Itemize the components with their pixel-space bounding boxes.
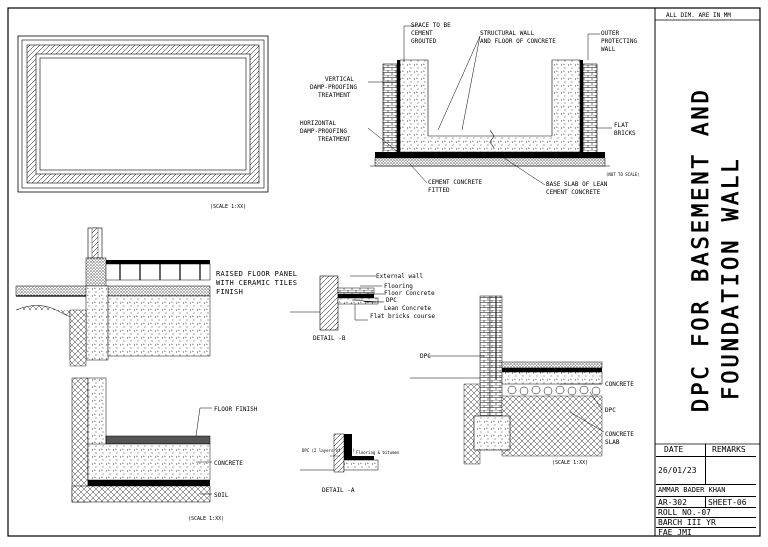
tb-year: BARCH III YR <box>658 518 716 527</box>
label-raised-floor-3: FINISH <box>216 288 243 296</box>
label-horizontal-dpc-2: DAMP-PROOFING <box>300 128 347 135</box>
label-outer-wall-2: PROTECTING <box>601 38 638 45</box>
floor-section <box>71 377 212 503</box>
label-horizontal-dpc-1: HORIZONTAL <box>300 120 337 127</box>
tb-name-row: AMMAR BADER KHAN <box>656 484 756 496</box>
tb-date-value: 26/01/23 <box>656 457 706 484</box>
label-horizontal-dpc-3: TREATMENT <box>318 136 351 143</box>
detail-b <box>290 275 384 331</box>
basement-plan <box>17 35 269 193</box>
dimension-note: ALL DIM. ARE IN MM <box>666 12 731 19</box>
label-dpc-small: DPC <box>386 297 397 304</box>
tb-remarks-label: REMARKS <box>712 445 746 454</box>
label-flooring: Flooring <box>384 283 413 290</box>
sheet-title-line2: FOUNDATION WALL <box>719 156 744 400</box>
label-flat-bricks-1: FLAT <box>614 122 629 129</box>
raised-floor-section <box>15 227 211 367</box>
title-svg: DPC FOR BASEMENT AND FOUNDATION WALL <box>689 87 745 413</box>
tb-date-label: DATE <box>656 444 706 456</box>
tb-faculty: FAE JMI <box>658 528 692 537</box>
tb-faculty-row: FAE JMI <box>656 527 756 538</box>
label-vertical-dpc-2: DAMP-PROOFING <box>310 84 357 91</box>
label-concrete-left: CONCRETE <box>214 460 243 467</box>
label-concrete-right: CONCRETE <box>605 381 634 388</box>
tb-remarks-value <box>706 457 756 484</box>
tb-code: AR-302 <box>656 497 706 507</box>
label-soil: SOIL <box>214 492 229 499</box>
tb-roll: ROLL NO.-07 <box>658 508 711 517</box>
detail-b-title: DETAIL -B <box>313 335 346 342</box>
tb-roll-row: ROLL NO.-07 <box>656 507 756 517</box>
label-flat-bricks-course: Flat bricks course <box>370 313 435 320</box>
plan-scale: (SCALE 1:XX) <box>210 204 246 210</box>
label-space-grouted-3: GROUTED <box>411 38 437 45</box>
label-base-slab-1: BASE SLAB OF LEAN <box>546 181 608 188</box>
label-flat-bricks-2: BRICKS <box>614 130 636 137</box>
title-block: DATE REMARKS 26/01/23 AMMAR BADER KHAN A… <box>656 444 756 538</box>
label-base-slab-2: CEMENT CONCRETE <box>546 189 601 196</box>
label-dpc-right-2: DPC <box>605 407 616 414</box>
tb-code-row: AR-302 SHEET-06 <box>656 496 756 507</box>
label-external-wall: External wall <box>376 273 423 280</box>
tb-header-row: DATE REMARKS <box>656 444 756 456</box>
detail-a-note-2: Flooring & bitumen <box>356 450 400 455</box>
label-outer-wall-3: WALL <box>601 46 616 53</box>
detail-a-note-1: DPC (2 layers of felt) <box>302 448 355 453</box>
label-dpc-right: DPC <box>420 353 431 360</box>
label-floor-finish: FLOOR FINISH <box>214 406 258 413</box>
label-floor-concrete: Floor Concrete <box>384 290 435 297</box>
tb-sheet: SHEET-06 <box>708 498 747 507</box>
title-panel: DPC FOR BASEMENT AND FOUNDATION WALL <box>656 20 756 440</box>
label-vertical-dpc-1: VERTICAL <box>325 76 354 83</box>
label-space-grouted-2: CEMENT <box>411 30 433 37</box>
label-raised-floor-2: WITH CERAMIC TILES <box>216 279 297 287</box>
label-cement-concrete-2: FITTED <box>428 187 450 194</box>
label-vertical-dpc-3: TREATMENT <box>318 92 351 99</box>
label-lean-concrete: Lean Concrete <box>384 305 431 312</box>
detail-a <box>300 433 379 473</box>
label-concrete-slab-1: CONCRETE <box>605 431 634 438</box>
foundation-section <box>410 295 605 465</box>
label-space-grouted-1: SPACE TO BE <box>411 22 451 29</box>
sheet-border <box>7 7 761 537</box>
tb-name: AMMAR BADER KHAN <box>658 486 726 494</box>
sheet-title-line1: DPC FOR BASEMENT AND <box>689 87 714 412</box>
tb-date-row: 26/01/23 <box>656 456 756 484</box>
label-outer-wall-1: OUTER <box>601 30 619 37</box>
tb-year-row: BARCH III YR <box>656 517 756 527</box>
label-structural-wall-1: STRUCTURAL WALL <box>480 30 535 37</box>
right-scale: (SCALE 1:XX) <box>552 460 588 466</box>
section-scale: (SCALE 1:XX) <box>188 516 224 522</box>
label-raised-floor-1: RAISED FLOOR PANEL <box>216 270 297 278</box>
basement-section <box>367 25 612 186</box>
label-cement-concrete-1: CEMENT CONCRETE <box>428 179 483 186</box>
detail-a-title: DETAIL -A <box>322 487 355 494</box>
label-not-to-scale: (NOT TO SCALE) <box>606 172 640 177</box>
label-structural-wall-2: AND FLOOR OF CONCRETE <box>480 38 556 45</box>
label-concrete-slab-2: SLAB <box>605 439 620 446</box>
